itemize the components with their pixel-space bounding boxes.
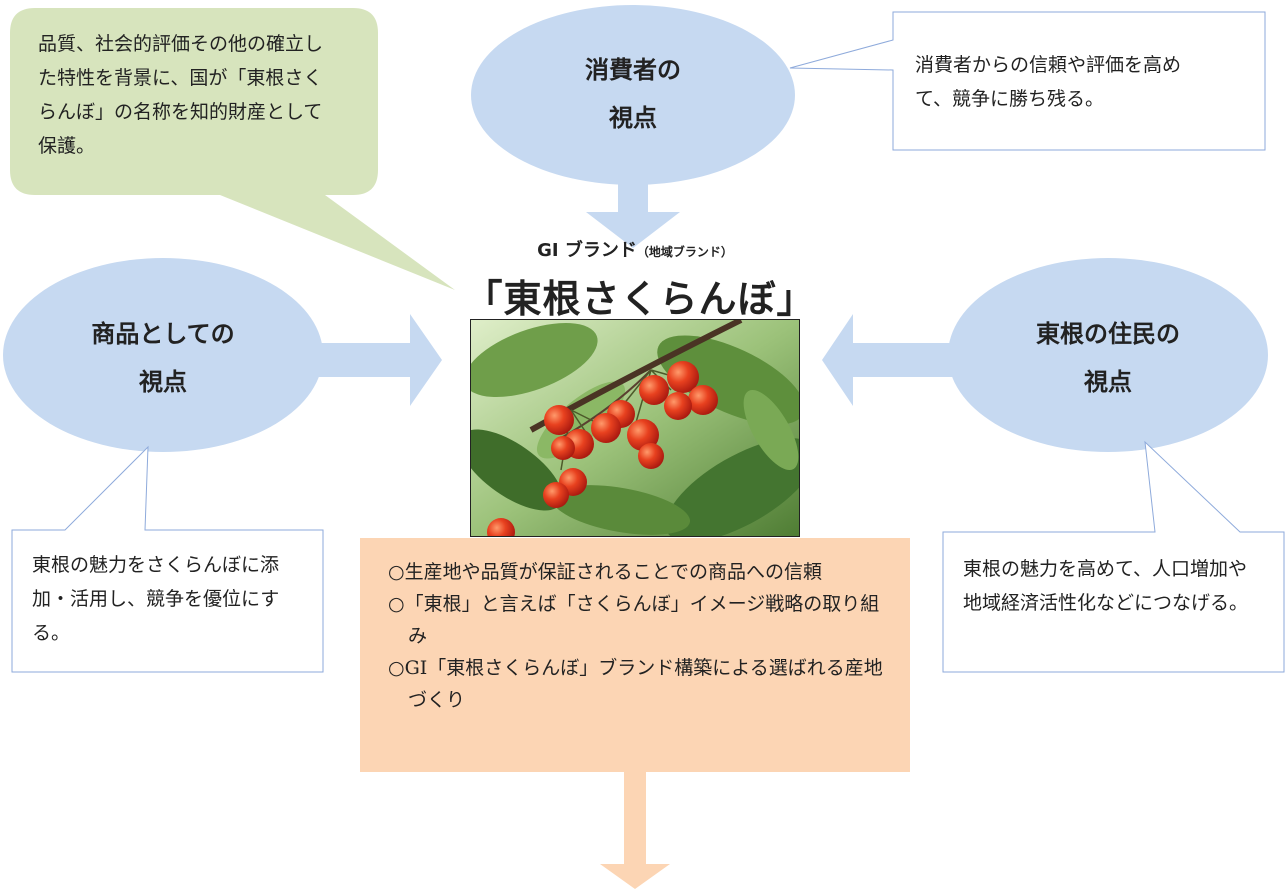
cherry-photo	[459, 317, 817, 546]
brand-title: 「東根さくらんぼ」	[464, 277, 816, 321]
consumer-viewpoint-label: 消費者の 視点	[533, 46, 733, 142]
product-callout-shape	[11, 445, 324, 673]
residents-viewpoint-line1: 東根の住民の	[1036, 320, 1180, 348]
product-viewpoint-bubble	[3, 258, 323, 452]
summary-item-3: ○GI「東根さくらんぼ」ブランド構築による選ばれる産地づくり	[388, 657, 883, 711]
arrow-down-from-summary	[600, 772, 670, 889]
consumer-viewpoint-line2: 視点	[609, 104, 657, 132]
consumer-viewpoint-bubble	[471, 5, 795, 185]
arrow-right-from-product	[318, 314, 442, 406]
product-callout-text: 東根の魅力をさくらんぼに添加・活用し、競争を優位にする。	[32, 554, 280, 644]
gi-brand-sub: （地域ブランド）	[636, 245, 733, 259]
summary-list: ○生産地や品質が保証されることでの商品への信頼 ○「東根」と言えば「さくらんぼ」…	[360, 538, 910, 716]
protection-callout-text: 品質、社会的評価その他の確立した特性を背景に、国が「東根さくらんぼ」の名称を知的…	[38, 33, 324, 157]
protection-callout-shape	[10, 8, 455, 290]
residents-viewpoint-line2: 視点	[1084, 368, 1132, 396]
summary-item-1: ○生産地や品質が保証されることでの商品への信頼	[388, 561, 823, 583]
cherry-photo-image	[459, 317, 817, 546]
product-viewpoint-line1: 商品としての	[91, 320, 235, 348]
residents-callout-text: 東根の魅力を高めて、人口増加や地域経済活性化などにつなげる。	[963, 558, 1249, 614]
consumer-viewpoint-line1: 消費者の	[585, 56, 681, 84]
product-viewpoint-line2: 視点	[139, 368, 187, 396]
consumer-callout-text: 消費者からの信頼や評価を高めて、競争に勝ち残る。	[915, 54, 1182, 110]
gi-brand-text: GI ブランド	[537, 240, 637, 261]
residents-viewpoint-bubble	[948, 258, 1268, 452]
gi-brand-label: GI ブランド（地域ブランド）	[485, 236, 785, 262]
arrow-down-from-consumer	[586, 170, 680, 248]
consumer-callout-shape	[789, 11, 1266, 151]
arrow-left-from-residents	[822, 314, 956, 406]
product-viewpoint-label: 商品としての 視点	[63, 310, 263, 406]
residents-callout-shape	[942, 440, 1285, 673]
residents-viewpoint-label: 東根の住民の 視点	[1008, 310, 1208, 406]
summary-box: ○生産地や品質が保証されることでの商品への信頼 ○「東根」と言えば「さくらんぼ」…	[360, 538, 910, 772]
summary-item-2: ○「東根」と言えば「さくらんぼ」イメージ戦略の取り組み	[388, 593, 880, 647]
